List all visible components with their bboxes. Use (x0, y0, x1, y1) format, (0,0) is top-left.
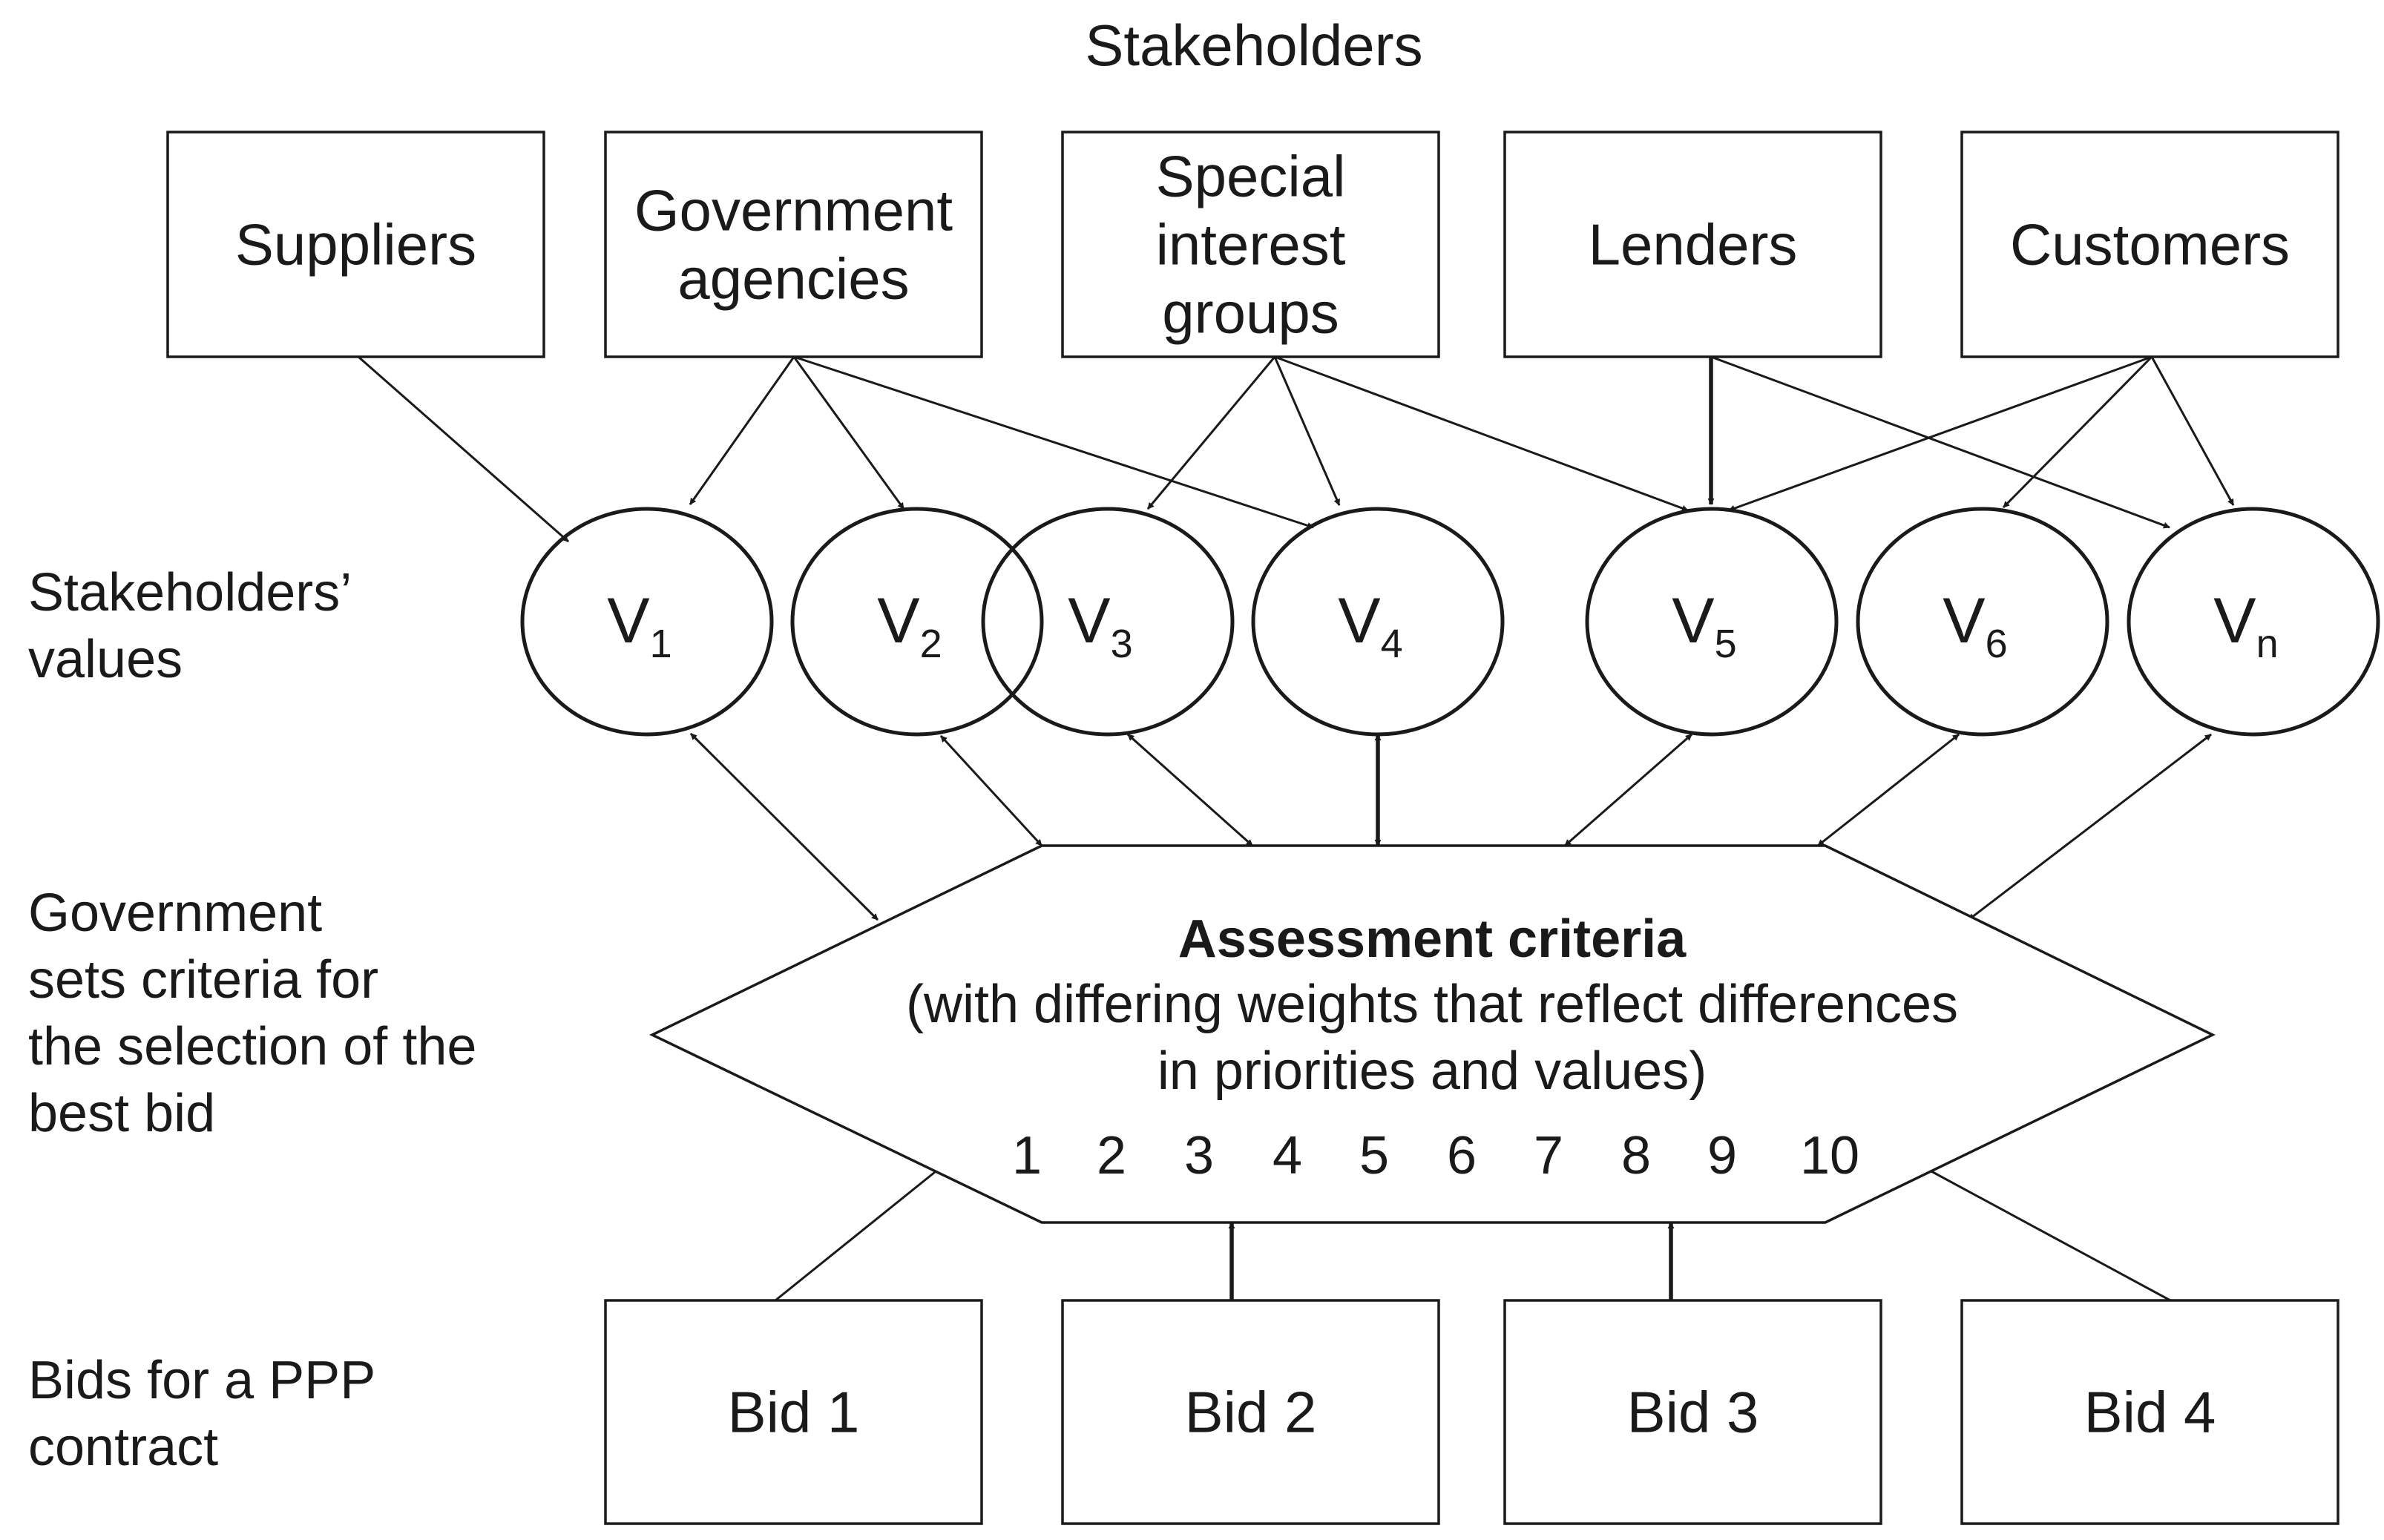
stakeholder-box-suppliers (166, 131, 545, 358)
bid-box-3 (1503, 1299, 1882, 1525)
arrow-sig-to-v5 (1274, 355, 1689, 512)
value-label-v2: V2 (877, 585, 942, 666)
criteria-number-4: 4 (1273, 1126, 1302, 1185)
stakeholder-label-lenders-line-1: Lenders (1589, 212, 1798, 277)
side-label-bids-line-1: Bids for a PPP (28, 1351, 375, 1410)
value-subscript-v5: 5 (1715, 622, 1737, 666)
criteria-number-9: 9 (1707, 1126, 1737, 1185)
value-subscript-v1: 1 (650, 622, 672, 666)
value-circle-vn (2127, 507, 2380, 737)
stakeholder-label-customers-line-1: Customers (2010, 212, 2290, 277)
diagram-nodes (166, 131, 2380, 1525)
stakeholder-box-government-agencies (604, 131, 983, 358)
stakeholder-label-special-interest-groups-line-3: groups (1162, 280, 1339, 346)
arrow-vn-criteria (1968, 733, 2212, 921)
criteria-number-2: 2 (1097, 1126, 1126, 1185)
criteria-number-10: 10 (1800, 1126, 1859, 1185)
stakeholder-label-government-agencies-line-1: Government (634, 178, 953, 243)
arrow-govt-to-v4 (793, 355, 1314, 529)
value-label-v3: V3 (1068, 585, 1132, 666)
criteria-number-6: 6 (1447, 1126, 1477, 1185)
assessment-criteria-description-line-1: (with differing weights that reflect dif… (906, 975, 1958, 1034)
arrow-govt-to-v1 (689, 356, 795, 505)
value-subscript-v6: 6 (1986, 622, 2008, 666)
value-circle-v1 (520, 507, 774, 737)
value-circle-v3 (981, 507, 1235, 737)
side-label-criteria-line-4: best bid (28, 1084, 215, 1143)
stakeholder-label-special-interest-groups-line-1: Special (1156, 144, 1346, 209)
diagram-title: Stakeholders (1085, 13, 1422, 78)
side-label-values-line-2: values (28, 630, 183, 689)
stakeholder-box-customers (1960, 131, 2339, 358)
stakeholder-label-special-interest-groups-line-2: interest (1156, 212, 1346, 277)
arrow-v2-criteria (939, 734, 1043, 847)
criteria-number-5: 5 (1359, 1126, 1389, 1185)
stakeholder-label-government-agencies-line-2: agencies (677, 246, 909, 312)
bid-label-2: Bid 2 (1185, 1380, 1317, 1445)
criteria-number-8: 8 (1621, 1126, 1651, 1185)
connector-arrows (358, 355, 2235, 1302)
arrow-suppliers-to-v1 (358, 355, 569, 543)
arrow-customers-to-v6 (2002, 355, 2153, 509)
value-label-v6: V6 (1943, 585, 2007, 666)
value-subscript-v3: 3 (1111, 622, 1133, 666)
arrow-lenders-to-vn (1710, 355, 2170, 529)
stakeholder-box-lenders (1503, 131, 1882, 358)
arrow-govt-to-v2 (792, 356, 905, 510)
assessment-criteria-title: Assessment criteria (1178, 909, 1687, 969)
value-label-v5: V5 (1672, 585, 1736, 666)
bid-label-3: Bid 3 (1627, 1380, 1759, 1445)
side-label-bids-line-2: contract (28, 1418, 218, 1477)
criteria-number-3: 3 (1184, 1126, 1214, 1185)
value-circle-v5 (1585, 507, 1839, 737)
stakeholder-box-special-interest-groups (1061, 131, 1440, 358)
bid-label-4: Bid 4 (2084, 1380, 2216, 1445)
arrow-bid1-to-criteria (775, 1165, 943, 1302)
value-subscript-vn: n (2256, 622, 2279, 666)
side-label-criteria-line-1: Government (28, 883, 322, 943)
arrow-v1-criteria (689, 732, 879, 921)
arrow-customers-to-vn (2150, 356, 2235, 506)
bid-box-4 (1960, 1299, 2339, 1525)
side-label-criteria-line-2: sets criteria for (28, 950, 378, 1010)
value-label-v4: V4 (1338, 585, 1402, 666)
side-label-values-line-1: Stakeholders’ (28, 563, 352, 622)
bid-box-1 (604, 1299, 983, 1525)
value-circle-v2 (790, 507, 1044, 737)
value-circle-v6 (1856, 507, 2109, 737)
value-label-vn: Vn (2213, 585, 2278, 666)
value-label-v1: V1 (607, 585, 671, 666)
criteria-number-1: 1 (1012, 1126, 1042, 1185)
bid-label-1: Bid 1 (728, 1380, 860, 1445)
assessment-criteria-hexagon (648, 844, 2216, 1224)
value-circle-v4 (1251, 507, 1505, 737)
arrow-sig-to-v3 (1146, 356, 1276, 510)
assessment-criteria-description-line-2: in priorities and values) (1157, 1042, 1707, 1101)
value-subscript-v2: 2 (920, 622, 942, 666)
bid-box-2 (1061, 1299, 1440, 1525)
criteria-number-7: 7 (1534, 1126, 1563, 1185)
arrow-customers-to-v5 (1728, 355, 2153, 512)
diagram-labels: StakeholdersSuppliersGovernmentagenciesS… (28, 13, 2290, 1477)
arrow-v6-criteria (1817, 733, 1960, 847)
side-label-criteria-line-3: the selection of the (28, 1017, 476, 1076)
arrow-sig-to-v4 (1273, 356, 1341, 506)
stakeholder-label-suppliers-line-1: Suppliers (235, 212, 476, 277)
arrow-bid4-to-criteria (1921, 1165, 2171, 1302)
arrow-v3-criteria (1127, 733, 1253, 847)
arrow-v5-criteria (1564, 733, 1692, 847)
value-subscript-v4: 4 (1381, 622, 1403, 666)
